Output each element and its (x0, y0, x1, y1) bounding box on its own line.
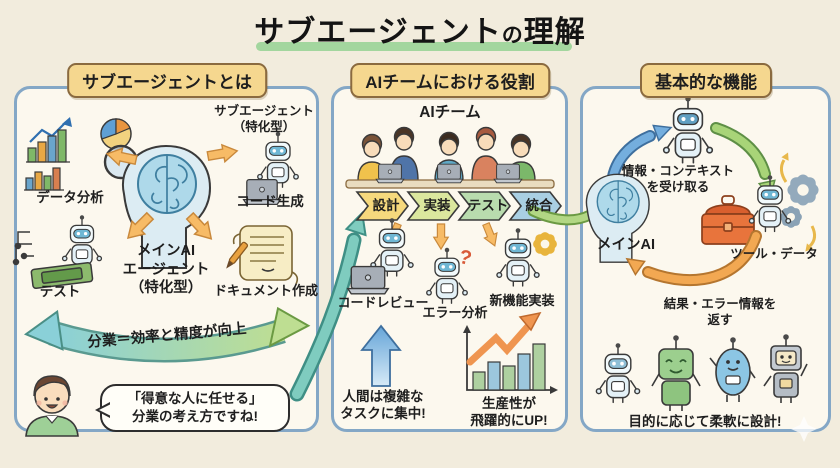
arrow-to-error-analysis (433, 223, 449, 250)
subagent-caption: サブエージェント （特化型） (214, 104, 314, 134)
return-label: 結果・エラー情報を 返す (663, 297, 777, 327)
main-ai-agent-label: メインAI エージェント （特化型） (122, 243, 210, 297)
human-focus-up-arrow (360, 324, 402, 387)
return-arrow (625, 230, 762, 286)
title-particle: の (501, 24, 524, 47)
speech-bubble: 「得意な人に任せる」 分業の考え方ですね! (95, 384, 290, 432)
gears-icon (778, 152, 822, 252)
right-panel-header: 基本的な機能 (640, 63, 772, 98)
test-label: テスト (39, 284, 81, 299)
page-title: サブエージェントの理解 (0, 7, 840, 51)
role-new-feature: 新機能実装 (489, 293, 555, 308)
phase-design: 設計 (372, 198, 400, 213)
phase-integration: 統合 (525, 198, 553, 213)
main-ai-label-right: メインAI (597, 237, 655, 253)
phase-test: テスト (467, 198, 509, 213)
ai-team-label: AIチーム (419, 104, 481, 121)
middle-panel-header: AIチームにおける役割 (350, 63, 550, 98)
new-feature-robot (496, 227, 559, 287)
subagent-robot-top (662, 95, 714, 164)
human-focus-label: 人間は複雑な タスクに集中! (340, 389, 426, 422)
title-underline (256, 42, 572, 51)
blue-oval-robot (709, 337, 756, 402)
code-generation-label: コード生成 (236, 194, 304, 209)
title-part2: 理解 (523, 16, 586, 49)
receive-label: 情報・コンテキスト を受け取る (621, 164, 735, 194)
workflow-chevrons (355, 191, 563, 221)
person (25, 375, 79, 437)
toolbox-icon (701, 195, 755, 245)
productivity-label: 生産性が 飛躍的にUP! (470, 396, 548, 429)
title-part1: サブエージェント (254, 16, 502, 49)
left-panel-header: サブエージェントとは (67, 63, 267, 98)
productivity-chart (463, 311, 558, 394)
arrow-to-code-generation (205, 141, 240, 166)
pencil-icon (226, 241, 249, 269)
pie-chart-icon (100, 118, 132, 150)
gray-robot (763, 334, 808, 403)
tools-data-label: ツール・データ (730, 247, 818, 261)
sparkle (791, 416, 817, 442)
data-analysis-label: データ分析 (36, 190, 104, 205)
role-error-analysis: エラー分析 (422, 305, 488, 320)
arrow-to-new-feature (479, 220, 502, 249)
ai-team-illustration (345, 126, 555, 189)
documentation-label: ドキュメント作成 (213, 283, 318, 298)
flexible-design-label: 目的に応じて柔軟に設計! (628, 414, 782, 429)
test-robot (12, 214, 103, 289)
division-banner-arrow (23, 306, 311, 363)
arrow-left-to-middle (289, 210, 367, 402)
role-code-review: コードレビュー (337, 295, 429, 310)
robot-variants (595, 334, 808, 411)
green-robot (651, 335, 701, 411)
phase-implementation: 実装 (423, 198, 451, 213)
document-icon (226, 225, 299, 285)
